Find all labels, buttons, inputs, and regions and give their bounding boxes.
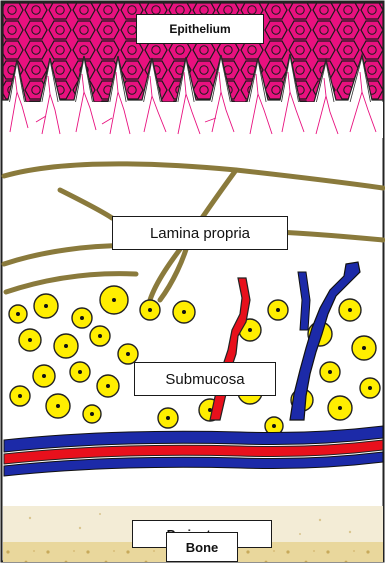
- label-submucosa: Submucosa: [134, 362, 276, 396]
- label-lamina-propria: Lamina propria: [112, 216, 288, 250]
- label-epithelium: Epithelium: [136, 14, 264, 44]
- label-bone: Bone: [166, 532, 238, 562]
